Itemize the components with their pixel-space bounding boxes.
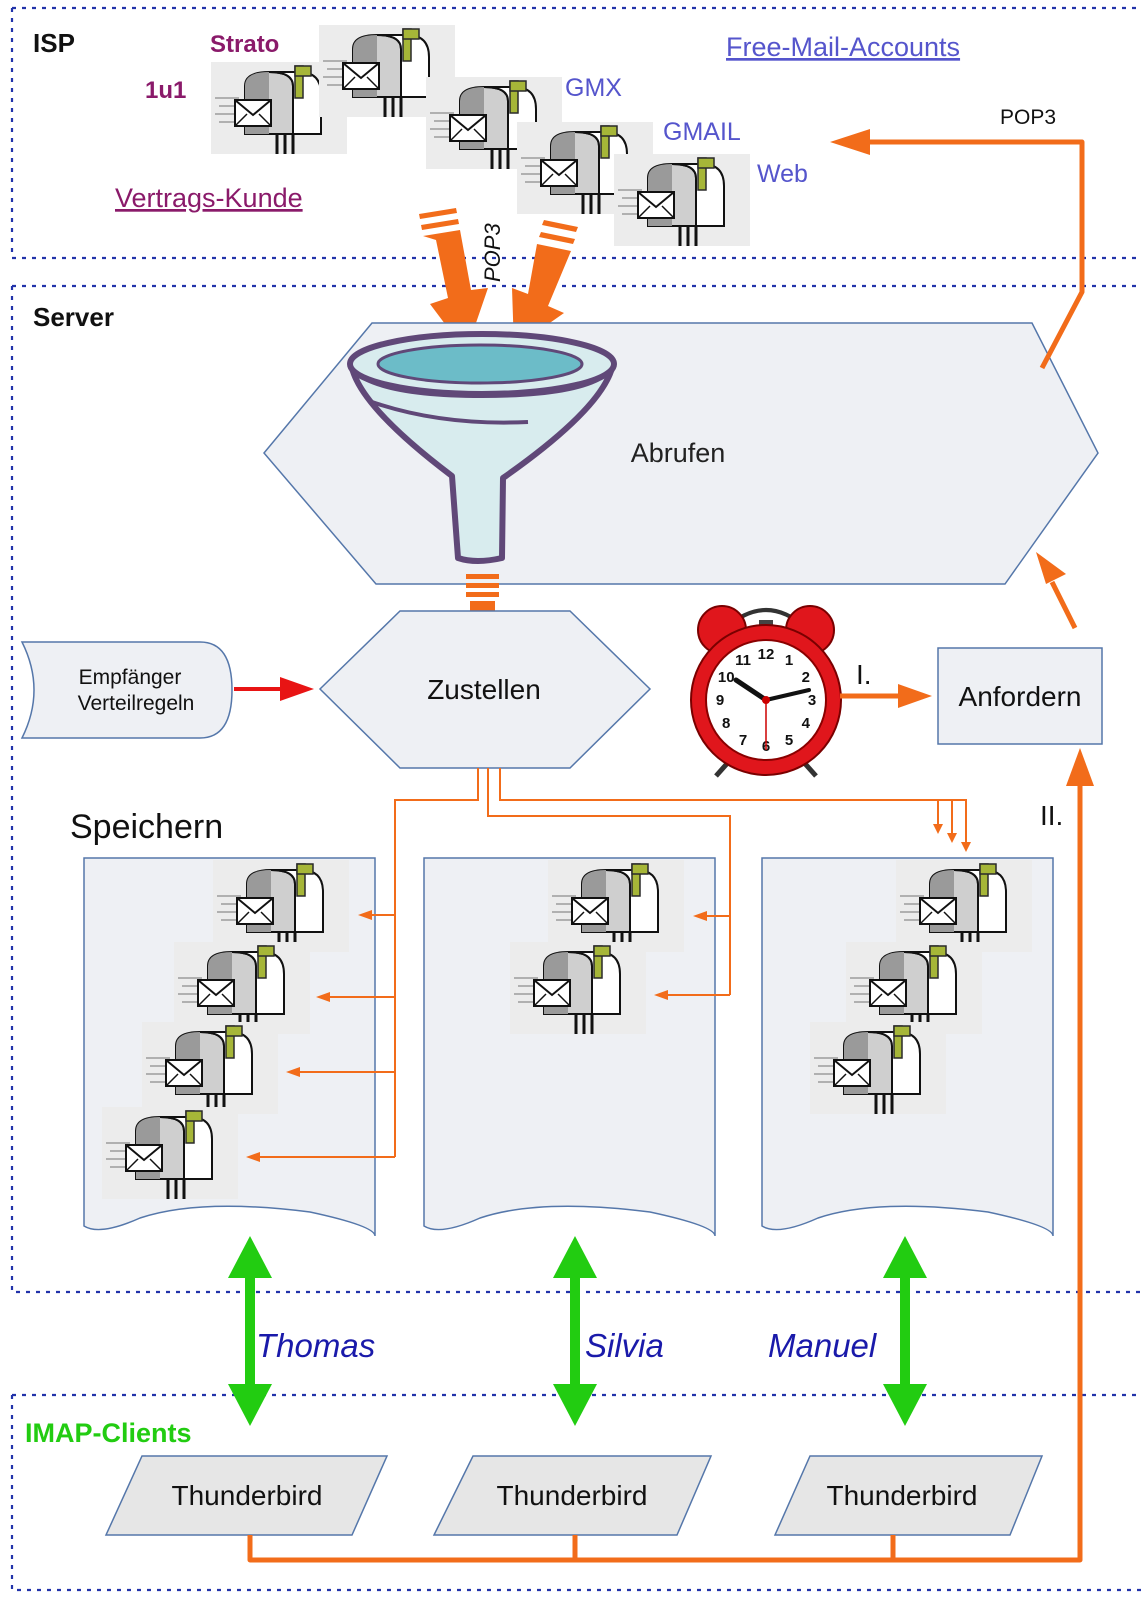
imap-clients-zone-label: IMAP-Clients [25, 1418, 192, 1448]
delivery-arrowheads [246, 824, 971, 1162]
thomas-mailbox-icon-2 [172, 940, 312, 1036]
user-name-manuel: Manuel [768, 1327, 878, 1364]
client-label-silvia: Thunderbird [497, 1480, 648, 1511]
clock-number: 3 [808, 692, 816, 709]
imap-sync-arrow-thomas [228, 1236, 272, 1426]
rules-to-deliver-arrow [234, 677, 314, 701]
thunderbird-client-silvia[interactable] [432, 1455, 713, 1536]
client-label-manuel: Thunderbird [827, 1480, 978, 1511]
imap-sync-arrow-manuel [883, 1236, 927, 1426]
step-two-label: II. [1040, 800, 1063, 831]
clock-to-request-arrow [840, 684, 932, 708]
user-name-thomas: Thomas [256, 1327, 375, 1364]
distribution-rules-store[interactable] [20, 641, 233, 739]
mailbox-icon-web [612, 152, 752, 248]
provider-label-web: Web [757, 160, 808, 188]
server-zone [10, 284, 1141, 1294]
clock-number: 4 [802, 715, 811, 732]
free-mail-accounts-link[interactable]: Free-Mail-Accounts [726, 32, 960, 62]
rules-label-line2: Verteilregeln [78, 692, 195, 715]
provider-label-gmail: GMAIL [663, 118, 741, 146]
user-name-silvia: Silvia [585, 1327, 664, 1364]
request-box[interactable] [937, 647, 1103, 745]
clock-number: 11 [735, 652, 751, 669]
deliver-label: Zustellen [427, 674, 541, 705]
store-label: Speichern [70, 808, 223, 846]
isp-zone [10, 6, 1141, 260]
pop3-label-right: POP3 [1000, 106, 1056, 129]
clock-number: 12 [758, 646, 775, 663]
clock-number: 7 [739, 732, 747, 749]
funnel-icon [347, 331, 617, 564]
clock-number: 10 [718, 669, 735, 686]
thomas-mailbox-icon-1 [211, 858, 351, 954]
alarm-clock-icon: 121234567891011 [690, 605, 842, 778]
clock-number: 9 [716, 692, 724, 709]
pop3-poll-arrow [830, 129, 1085, 370]
delivery-lines [258, 768, 967, 1158]
client-request-line [247, 748, 1094, 1563]
request-to-fetch-arrow [1036, 552, 1078, 630]
client-label-thomas: Thunderbird [172, 1480, 323, 1511]
clock-number: 8 [722, 715, 730, 732]
thomas-mailbox-icon-4 [100, 1105, 240, 1201]
thomas-mailbox-icon-3 [140, 1020, 280, 1116]
silvia-mailbox-icon-2 [508, 940, 648, 1036]
fetch-label: Abrufen [631, 438, 726, 468]
pop3-right-arrow [512, 220, 578, 348]
step-one-label: I. [856, 659, 872, 690]
provider-label-strato: Strato [210, 31, 279, 58]
manuel-mailbox-icon-3 [808, 1020, 948, 1116]
server-zone-label: Server [33, 302, 114, 332]
thunderbird-client-thomas[interactable] [104, 1455, 389, 1536]
provider-label-1u1: 1u1 [145, 77, 186, 104]
clock-number: 1 [785, 652, 793, 669]
rules-label-line1: Empfänger [79, 666, 182, 689]
thunderbird-client-manuel[interactable] [773, 1455, 1044, 1536]
manuel-mailbox-icon-2 [844, 940, 984, 1036]
clock-number: 5 [785, 732, 793, 749]
clock-number: 2 [802, 669, 810, 686]
manuel-mailbox-icon-1 [894, 858, 1034, 954]
imap-sync-arrow-silvia [553, 1236, 597, 1426]
deliver-hexagon[interactable] [318, 610, 652, 769]
imap-clients-zone [10, 1393, 1141, 1592]
silvia-mailbox-icon-1 [546, 858, 686, 954]
request-label: Anfordern [959, 681, 1082, 712]
isp-zone-label: ISP [33, 28, 75, 58]
pop3-left-arrow [419, 208, 488, 352]
pop3-label-vertical: POP3 [480, 223, 505, 282]
contract-customer-link[interactable]: Vertrags-Kunde [115, 183, 303, 213]
provider-label-gmx: GMX [565, 74, 622, 102]
